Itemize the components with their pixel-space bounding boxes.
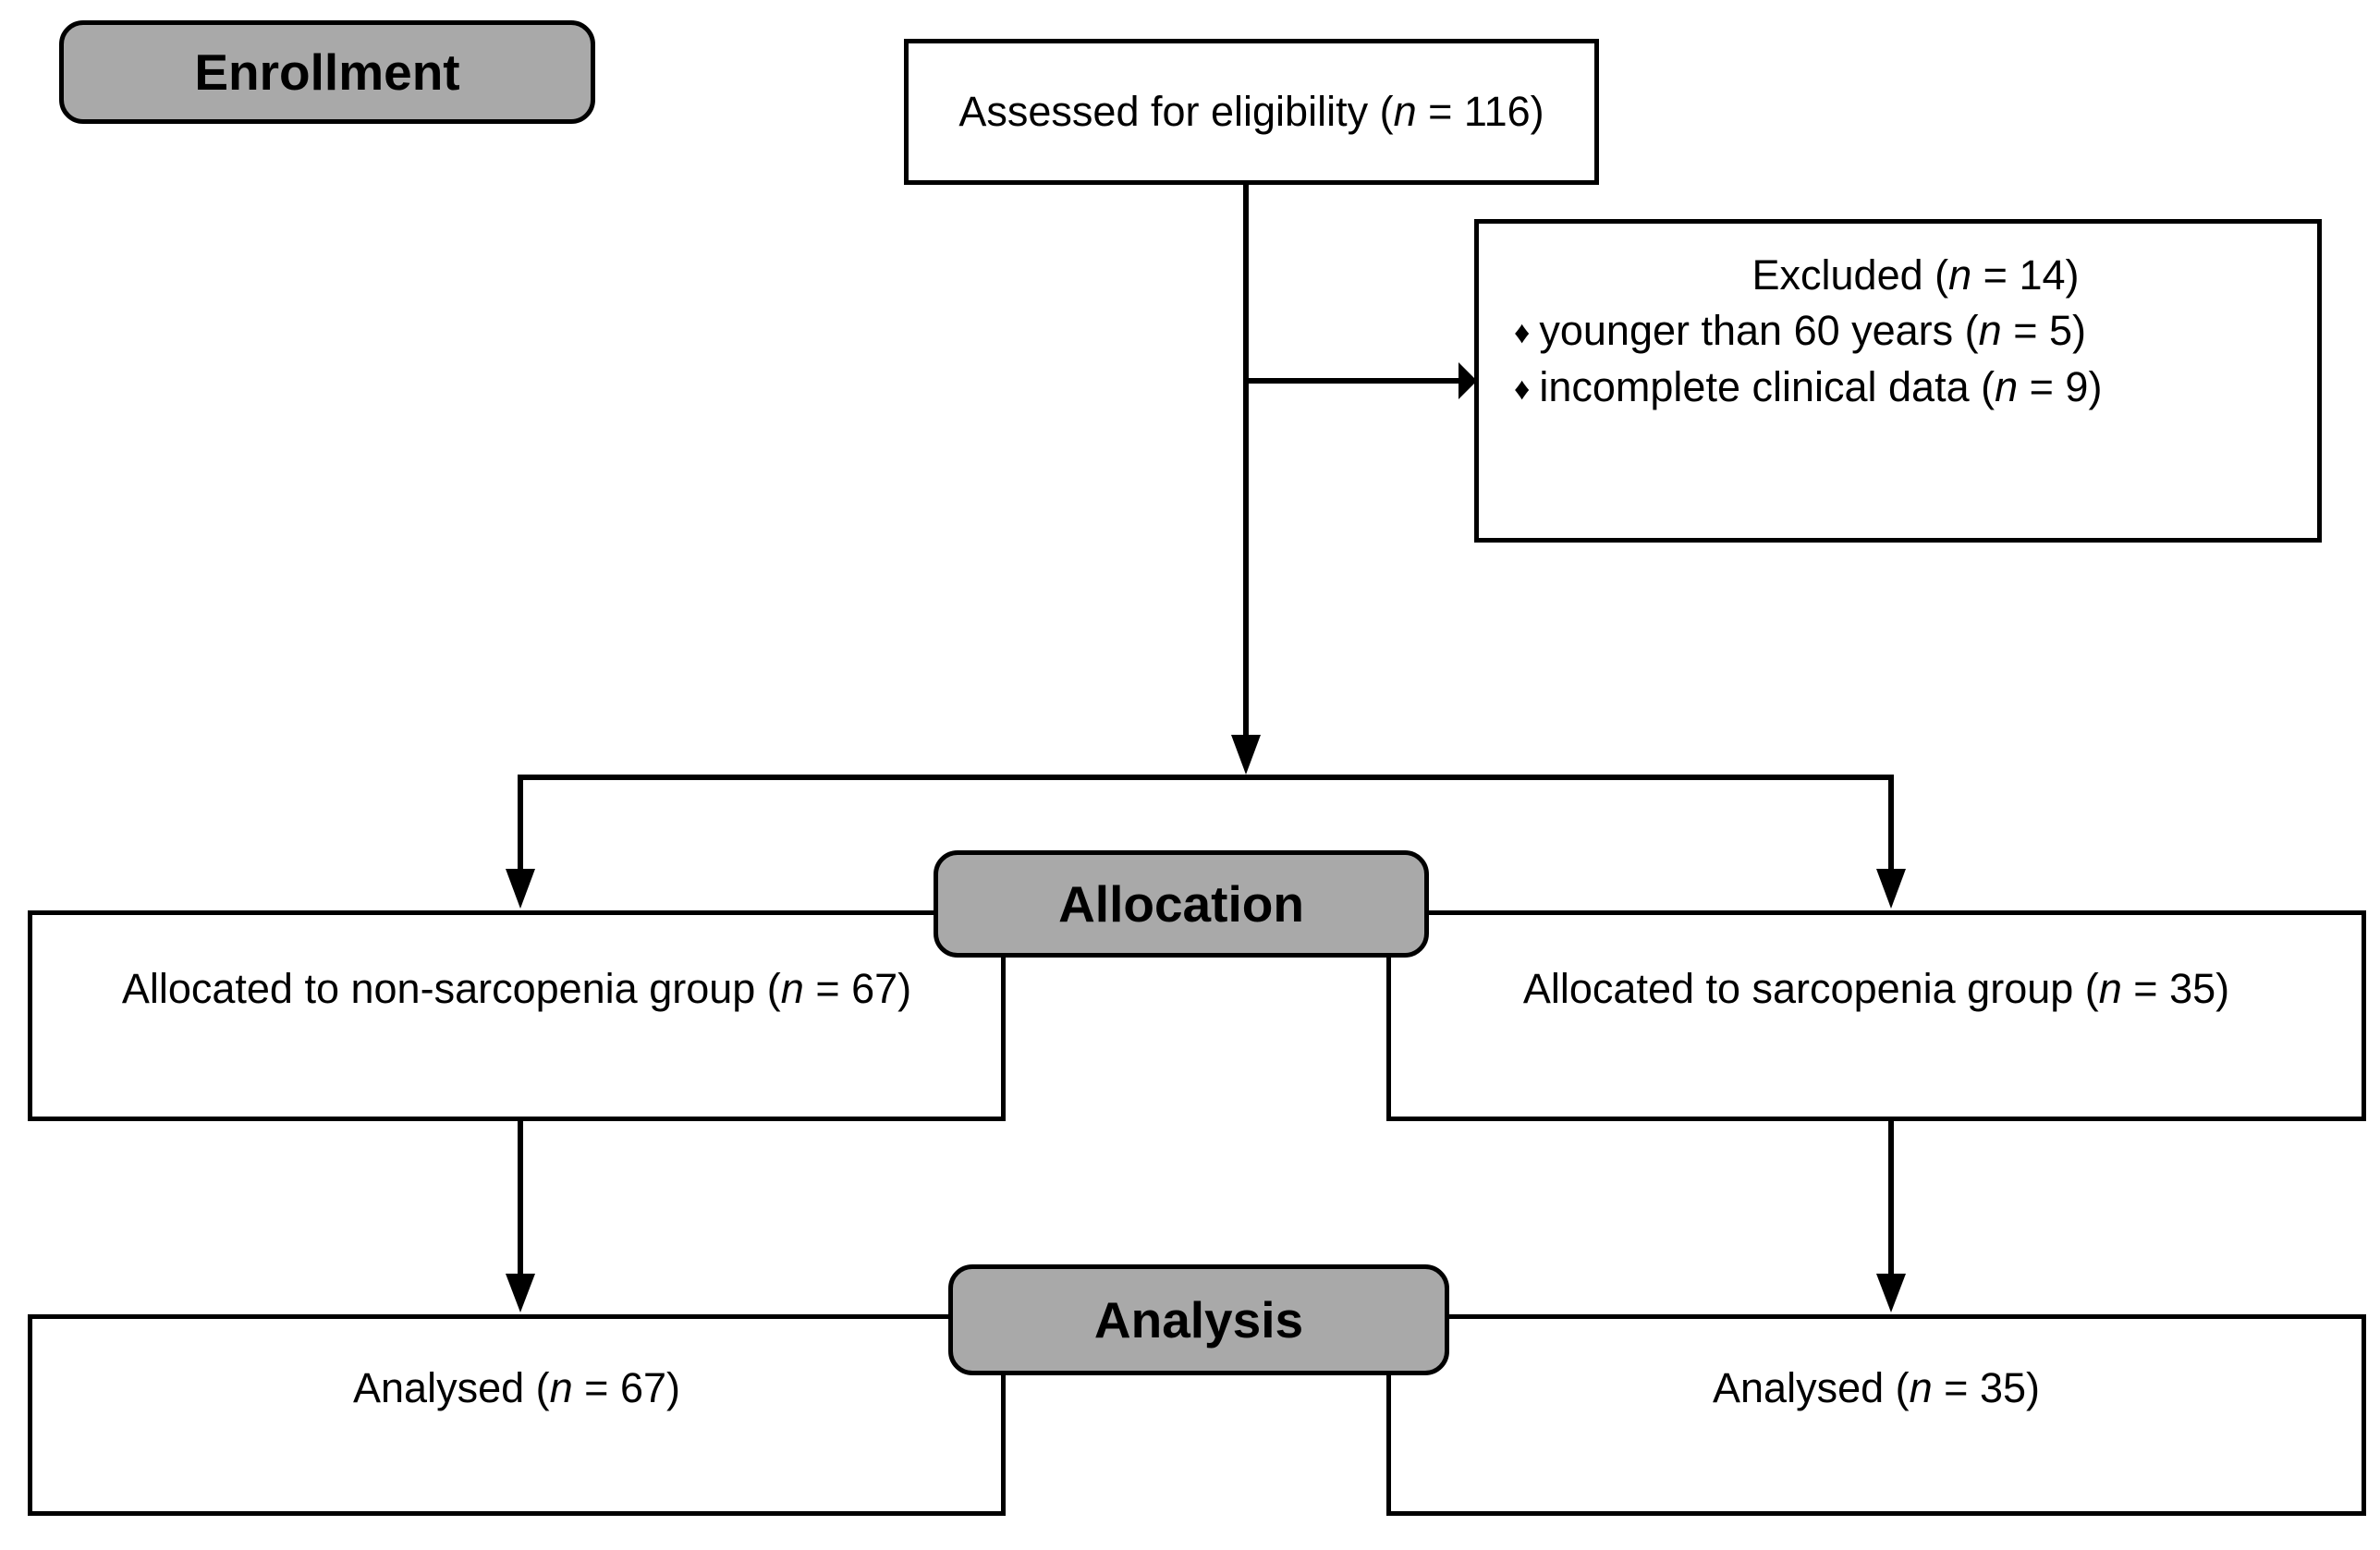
allocated-right-prefix: Allocated to sarcopenia group ( <box>1522 964 2099 1012</box>
assessed-n-italic: n <box>1393 87 1417 135</box>
analysed-right-text: Analysed (n = 35) <box>1391 1361 2362 1416</box>
analysed-left-n-italic: n <box>549 1363 573 1411</box>
analysed-right-n-italic: n <box>1909 1363 1933 1411</box>
assessed-prefix: Assessed for eligibility ( <box>958 87 1394 135</box>
assessed-suffix: = 116) <box>1416 87 1544 135</box>
excluded-header-suffix: = 14) <box>1971 251 2080 299</box>
stage-badge-analysis-label: Analysis <box>1093 1291 1304 1349</box>
stage-badge-enrollment: Enrollment <box>59 20 595 124</box>
allocated-left-n-italic: n <box>780 964 804 1012</box>
box-excluded: Excluded (n = 14) ♦younger than 60 years… <box>1474 219 2322 543</box>
connector-assessed-to-excluded <box>1249 362 1477 399</box>
excluded-header-prefix: Excluded ( <box>1751 251 1949 299</box>
allocated-right-n-italic: n <box>2098 964 2122 1012</box>
allocated-left-text: Allocated to non-sarcopenia group (n = 6… <box>32 962 1001 1017</box>
box-allocated-sarcopenia: Allocated to sarcopenia group (n = 35) <box>1386 910 2366 1121</box>
box-analysed-non-sarcopenia: Analysed (n = 67) <box>28 1314 1006 1516</box>
stage-badge-allocation-label: Allocation <box>1058 875 1304 933</box>
excluded-reason-0-n-italic: n <box>1978 307 2002 355</box>
allocated-right-text: Allocated to sarcopenia group (n = 35) <box>1391 962 2362 1017</box>
analysed-left-text: Analysed (n = 67) <box>32 1361 1001 1416</box>
analysed-left-suffix: = 67) <box>572 1363 680 1411</box>
analysed-left-prefix: Analysed ( <box>353 1363 550 1411</box>
box-analysed-sarcopenia: Analysed (n = 35) <box>1386 1314 2366 1516</box>
diamond-bullet-icon: ♦ <box>1514 371 1531 407</box>
analysed-right-suffix: = 35) <box>1932 1363 2040 1411</box>
excluded-reason-1-n-italic: n <box>1995 362 2019 410</box>
stage-badge-allocation: Allocation <box>934 850 1429 958</box>
excluded-header-n-italic: n <box>1948 251 1972 299</box>
excluded-reason-0-suffix: = 5) <box>2001 307 2086 355</box>
allocated-left-prefix: Allocated to non-sarcopenia group ( <box>121 964 781 1012</box>
excluded-reason-1-prefix: incomplete clinical data ( <box>1539 362 1996 410</box>
excluded-header: Excluded (n = 14) <box>1479 248 2317 303</box>
connector-allocation-right-to-analysis-right <box>1876 1121 1906 1312</box>
allocated-left-suffix: = 67) <box>803 964 912 1012</box>
box-allocated-non-sarcopenia: Allocated to non-sarcopenia group (n = 6… <box>28 910 1006 1121</box>
stage-badge-enrollment-label: Enrollment <box>194 43 460 101</box>
excluded-reason-1-suffix: = 9) <box>2018 362 2103 410</box>
excluded-reason-0-prefix: younger than 60 years ( <box>1539 307 1979 355</box>
connector-split-bar <box>506 775 1906 909</box>
box-assessed-for-eligibility: Assessed for eligibility (n = 116) <box>904 39 1599 185</box>
excluded-reason-row: ♦younger than 60 years (n = 5) <box>1479 303 2317 359</box>
connector-allocation-left-to-analysis-left <box>506 1121 535 1312</box>
allocated-right-suffix: = 35) <box>2121 964 2230 1012</box>
analysed-right-prefix: Analysed ( <box>1713 1363 1910 1411</box>
assessed-text: Assessed for eligibility (n = 116) <box>909 85 1594 140</box>
stage-badge-analysis: Analysis <box>948 1264 1449 1375</box>
excluded-reason-row: ♦incomplete clinical data (n = 9) <box>1479 360 2317 415</box>
diamond-bullet-icon: ♦ <box>1514 315 1531 351</box>
connector-assessed-to-split <box>1231 185 1261 775</box>
